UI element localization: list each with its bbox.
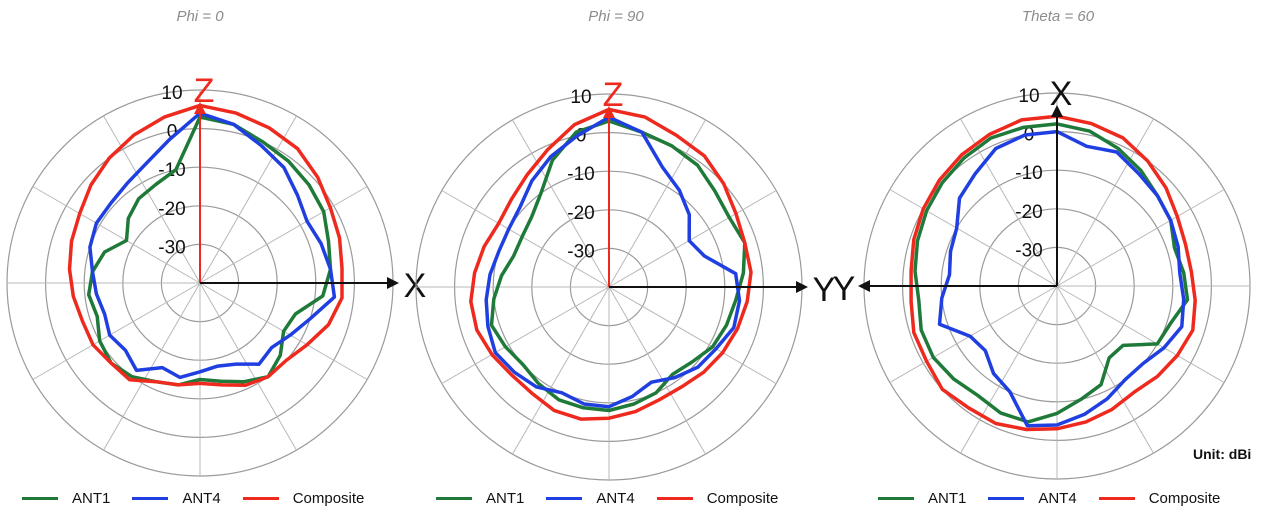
- radial-tick-label: -20: [1015, 202, 1042, 223]
- grid-spoke: [608, 286, 706, 455]
- series-line-ant1: [913, 122, 1190, 424]
- legend-label: ANT1: [72, 489, 111, 507]
- legend-item-composite: Composite: [242, 489, 365, 507]
- chart-title: Theta = 60: [1021, 8, 1095, 25]
- axis-label-side: Y: [813, 271, 836, 309]
- polar-panel-1: 10 0 -10 -20 -30 Z Y: [415, 76, 836, 481]
- radial-tick-label: -20: [567, 203, 594, 224]
- axis-arrowhead: [1051, 105, 1063, 117]
- grid-spoke: [608, 119, 706, 288]
- series-line-ant4: [88, 111, 337, 380]
- radial-tick-label: 10: [570, 87, 591, 108]
- legend: ANT1 ANT4 Composite: [878, 486, 1242, 510]
- legend-label: Composite: [706, 489, 779, 507]
- axis-arrowhead: [194, 102, 206, 114]
- legend-label: ANT4: [596, 489, 635, 507]
- axis-label-top: X: [1050, 75, 1073, 113]
- legend: ANT1 ANT4 Composite: [22, 486, 386, 510]
- radial-tick-label: -20: [158, 199, 185, 220]
- unit-label: Unit: dBi: [1193, 446, 1252, 462]
- grid-spoke: [512, 119, 610, 288]
- axis-arrowhead: [387, 277, 399, 289]
- legend-item-composite: Composite: [1098, 489, 1221, 507]
- grid-spoke: [32, 282, 201, 380]
- grid-spoke: [512, 286, 610, 455]
- grid-spoke: [608, 286, 777, 384]
- legend-item-ant4: ANT4: [132, 489, 221, 507]
- radial-tick-label: -30: [567, 241, 594, 262]
- grid-spoke: [889, 285, 1058, 383]
- grid-spoke: [199, 282, 297, 451]
- series-line-ant1: [86, 115, 333, 387]
- legend-item-ant1: ANT1: [22, 490, 110, 507]
- legend-item-ant1: ANT1: [878, 490, 966, 507]
- grid-spoke: [1056, 189, 1225, 287]
- legend-item-ant1: ANT1: [436, 490, 524, 507]
- legend-label: ANT1: [486, 489, 525, 507]
- grid-spoke: [441, 286, 610, 384]
- legend: ANT1 ANT4 Composite: [436, 486, 800, 510]
- grid-spoke: [1056, 285, 1225, 383]
- axis-arrowhead: [603, 106, 615, 118]
- grid-spoke: [608, 190, 777, 288]
- axis-label-side: X: [404, 267, 427, 305]
- grid-spoke: [889, 189, 1058, 287]
- axis-label-side: Y: [833, 270, 856, 308]
- grid-spoke: [32, 186, 201, 284]
- axis-arrowhead: [858, 280, 870, 292]
- radial-tick-label: -30: [1015, 240, 1042, 261]
- grid-spoke: [103, 282, 201, 451]
- grid-spoke: [1056, 118, 1154, 287]
- chart-title: Phi = 90: [588, 8, 644, 25]
- radial-tick-label: 0: [167, 122, 178, 143]
- radial-tick-label: 10: [1018, 86, 1039, 107]
- chart-title: Phi = 0: [176, 8, 224, 25]
- legend-item-composite: Composite: [656, 489, 779, 507]
- series-line-composite: [909, 114, 1197, 432]
- axis-label-top: Z: [603, 76, 624, 114]
- radial-tick-label: 0: [576, 126, 587, 147]
- legend-item-ant4: ANT4: [988, 489, 1077, 507]
- legend-label: Composite: [1148, 489, 1221, 507]
- grid-spoke: [960, 285, 1058, 454]
- legend-label: ANT4: [1038, 489, 1077, 507]
- grid-spoke: [103, 115, 201, 284]
- series-line-ant1: [489, 119, 747, 413]
- radial-tick-label: 10: [161, 83, 182, 104]
- radial-tick-label: -10: [1015, 163, 1042, 184]
- legend-label: ANT1: [928, 489, 967, 507]
- series-line-composite: [469, 107, 753, 421]
- grid-spoke: [441, 190, 610, 288]
- series-line-ant4: [937, 129, 1186, 428]
- grid-spoke: [199, 186, 368, 284]
- radial-tick-label: -10: [567, 164, 594, 185]
- series-line-composite: [67, 103, 344, 388]
- legend-label: ANT4: [182, 489, 221, 507]
- legend-item-ant4: ANT4: [546, 489, 635, 507]
- radial-tick-label: -30: [158, 237, 185, 258]
- series-line-ant4: [484, 115, 742, 409]
- axis-arrowhead: [796, 281, 808, 293]
- legend-label: Composite: [292, 489, 365, 507]
- axis-label-top: Z: [194, 72, 215, 110]
- grid-spoke: [199, 115, 297, 284]
